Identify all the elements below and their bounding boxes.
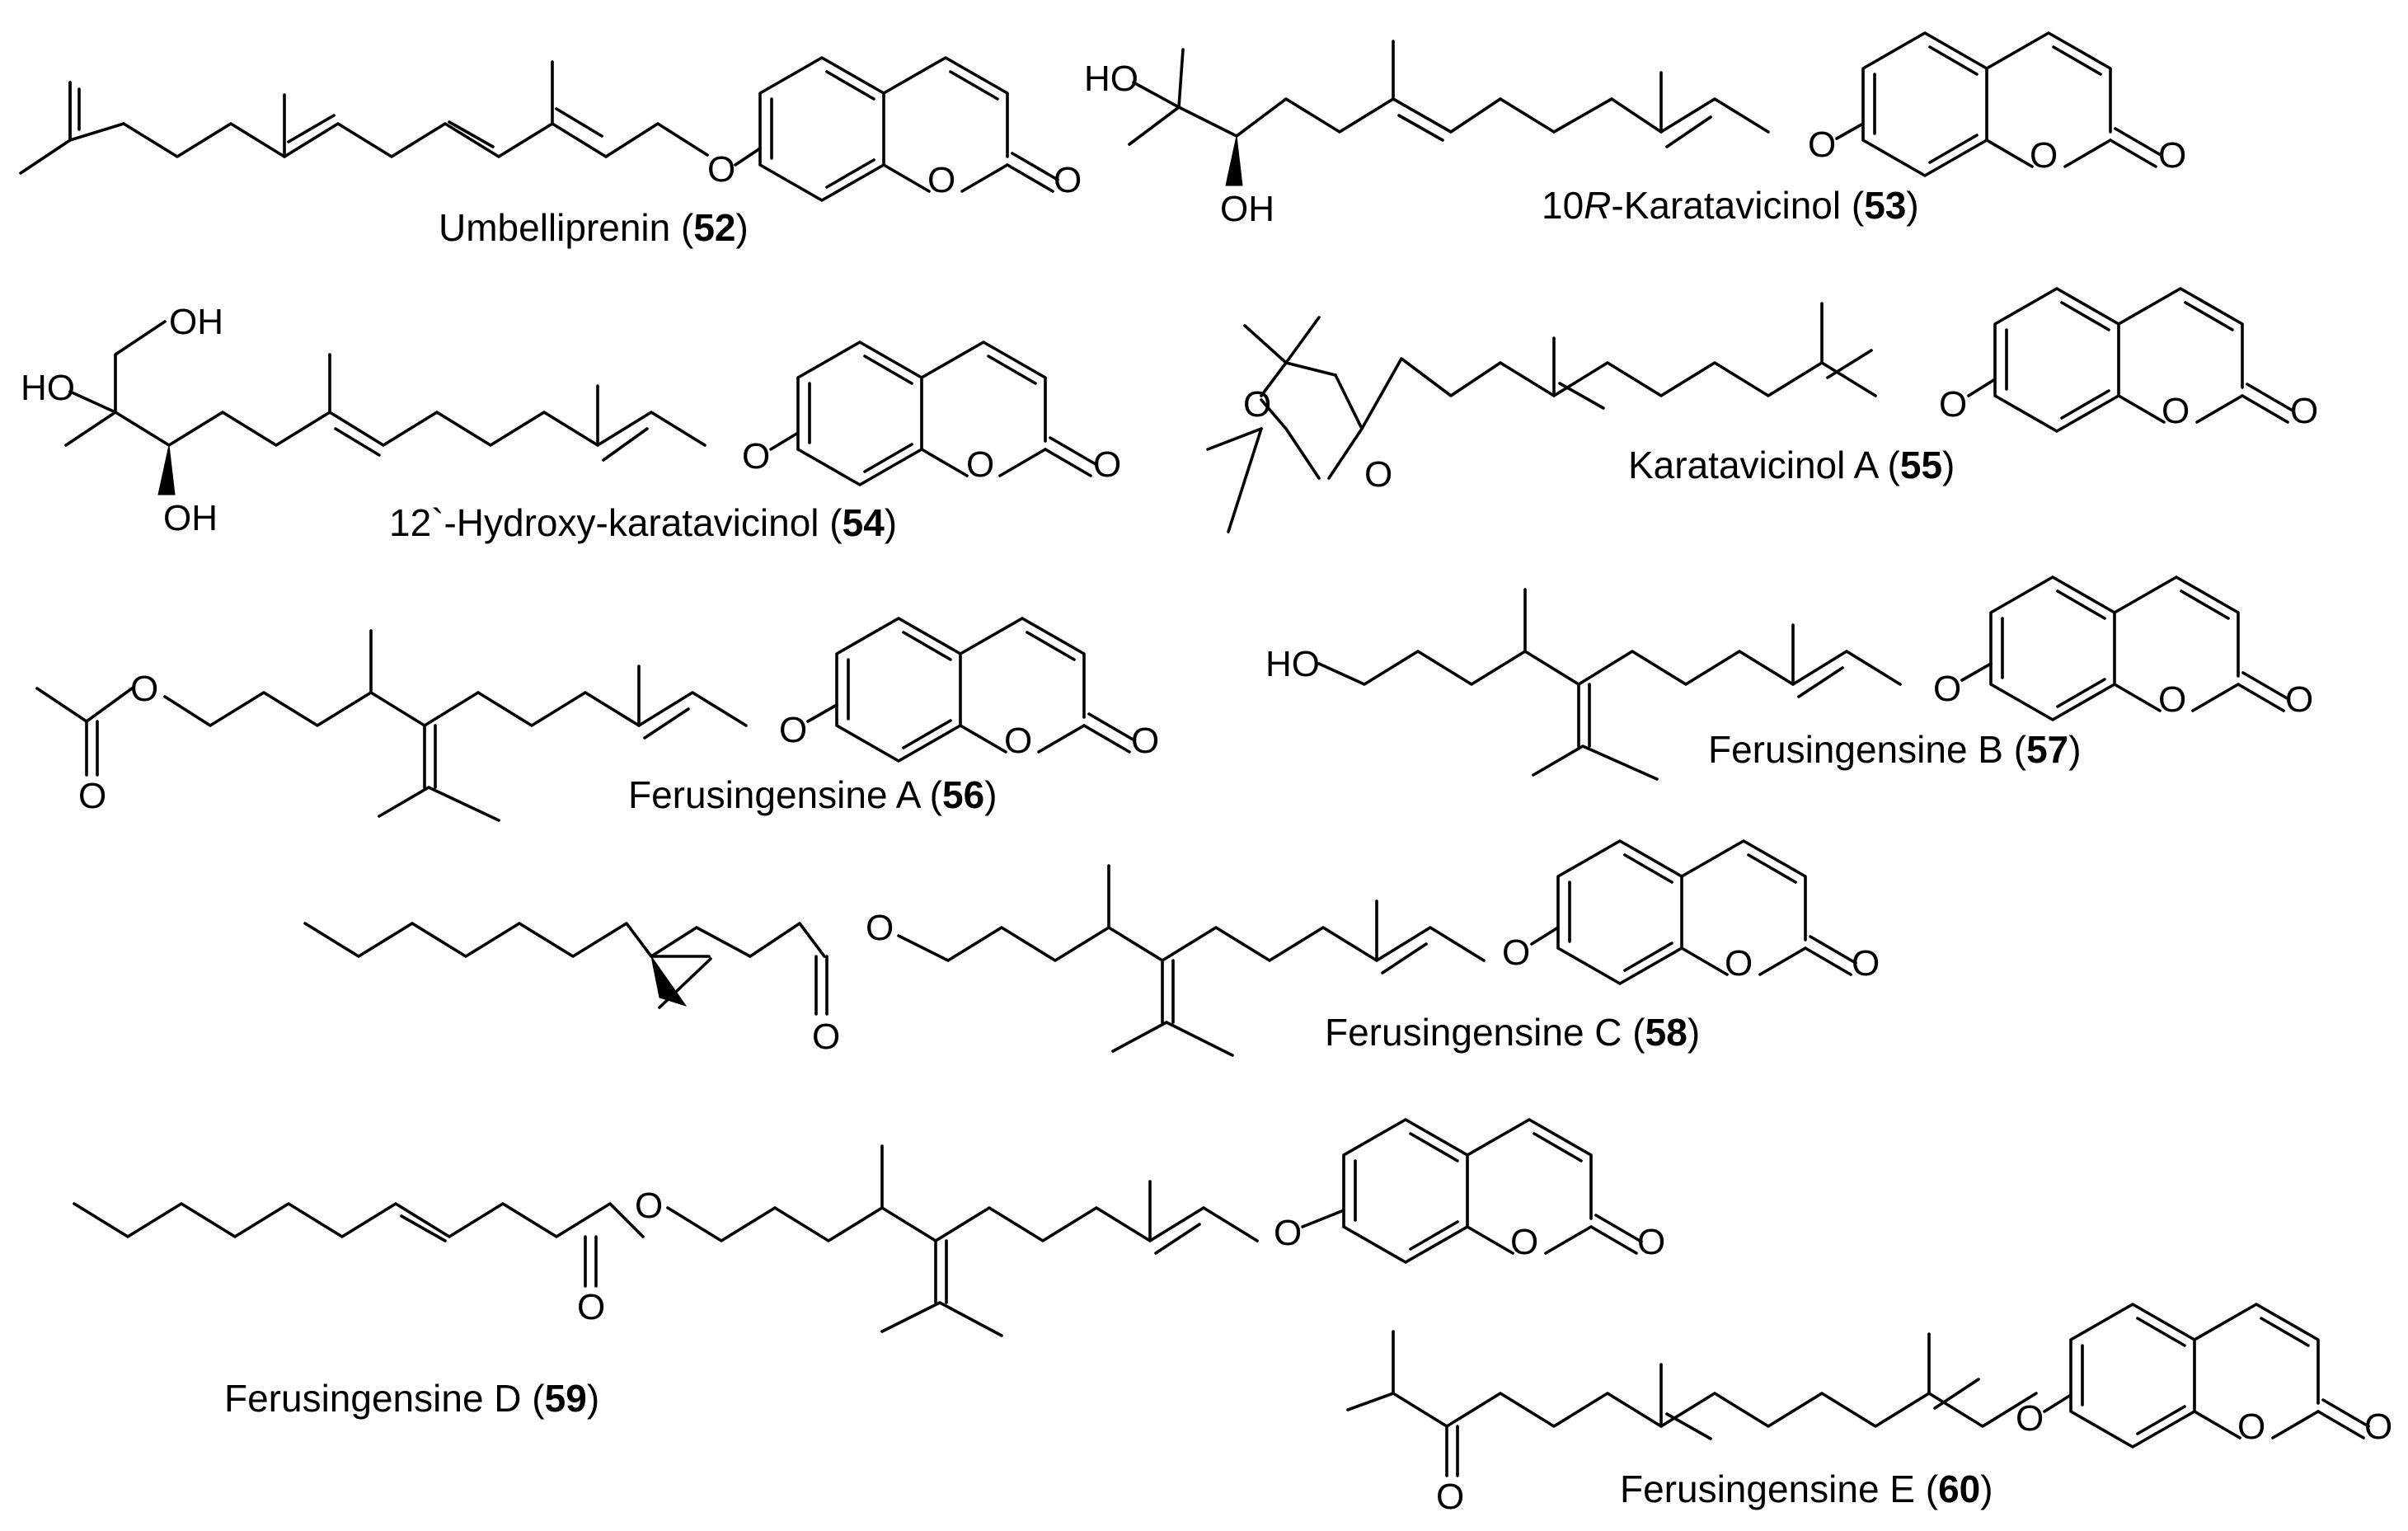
- atom-oh: OH: [1220, 189, 1274, 229]
- structure-52: O O O: [19, 56, 1082, 202]
- atom-o: O: [635, 1186, 663, 1226]
- atom-o: O: [2158, 679, 2186, 720]
- atom-o: O: [779, 710, 807, 750]
- atom-o: O: [707, 149, 735, 190]
- atom-ho: HO: [1084, 59, 1138, 99]
- atom-o: O: [1436, 1477, 1464, 1517]
- atom-o: O: [1054, 160, 1082, 200]
- atom-o: O: [2030, 135, 2058, 176]
- caption-56: Ferusingensine A (56): [628, 773, 997, 816]
- atom-ho: HO: [21, 368, 75, 408]
- atom-o: O: [812, 1017, 840, 1057]
- atom-o: O: [1502, 932, 1530, 973]
- structure-56: O O O O O: [35, 617, 1159, 822]
- atom-o: O: [2364, 1407, 2392, 1447]
- atom-o: O: [1510, 1222, 1538, 1262]
- structure-60: O O O O: [1346, 1303, 2392, 1517]
- atom-o: O: [2162, 391, 2190, 431]
- atom-o: O: [1274, 1213, 1302, 1253]
- atom-o: O: [1852, 943, 1880, 984]
- atom-o: O: [1725, 943, 1753, 984]
- atom-o: O: [1093, 444, 1121, 485]
- atom-o: O: [2237, 1407, 2265, 1447]
- atom-o: O: [866, 908, 894, 948]
- structure-55: O O O O O: [1206, 287, 2318, 533]
- atom-o: O: [1364, 454, 1392, 495]
- atom-o: O: [1243, 384, 1271, 425]
- caption-52: Umbelliprenin (52): [439, 206, 749, 249]
- atom-o: O: [1004, 721, 1032, 761]
- atom-o: O: [2016, 1398, 2044, 1439]
- atom-o: O: [1131, 721, 1159, 761]
- atom-o: O: [1933, 669, 1961, 709]
- caption-59: Ferusingensine D (59): [224, 1377, 599, 1420]
- atom-o: O: [1939, 384, 1967, 425]
- atom-o: O: [2158, 135, 2186, 176]
- atom-o: O: [1808, 124, 1836, 165]
- caption-58: Ferusingensine C (58): [1325, 1011, 1700, 1054]
- structure-57: HO O O O: [1265, 575, 2313, 781]
- structure-54: OH HO OH O O O: [21, 302, 1121, 538]
- atom-oh: OH: [169, 302, 223, 342]
- atom-o: O: [2290, 391, 2318, 431]
- structure-53: HO OH O O O: [1084, 31, 2186, 229]
- atom-o: O: [927, 160, 955, 200]
- caption-60: Ferusingensine E (60): [1620, 1468, 1993, 1510]
- atom-o: O: [577, 1287, 605, 1327]
- caption-55: Karatavicinol A (55): [1628, 444, 1955, 486]
- atom-o: O: [2285, 679, 2313, 720]
- atom-o: O: [78, 776, 106, 816]
- atom-o: O: [1637, 1222, 1665, 1262]
- atom-o: O: [742, 436, 770, 477]
- atom-oh: OH: [163, 498, 218, 538]
- atom-o: O: [966, 444, 994, 485]
- atom-ho: HO: [1265, 644, 1320, 684]
- structure-58: O O O O O: [303, 839, 1880, 1057]
- caption-53: 10R-Karatavicinol (53): [1542, 184, 1919, 227]
- caption-54: 12`-Hydroxy-karatavicinol (54): [389, 501, 897, 544]
- atom-o: O: [130, 669, 158, 709]
- caption-57: Ferusingensine B (57): [1708, 728, 2082, 771]
- structure-59: O O O O O: [73, 1118, 1665, 1337]
